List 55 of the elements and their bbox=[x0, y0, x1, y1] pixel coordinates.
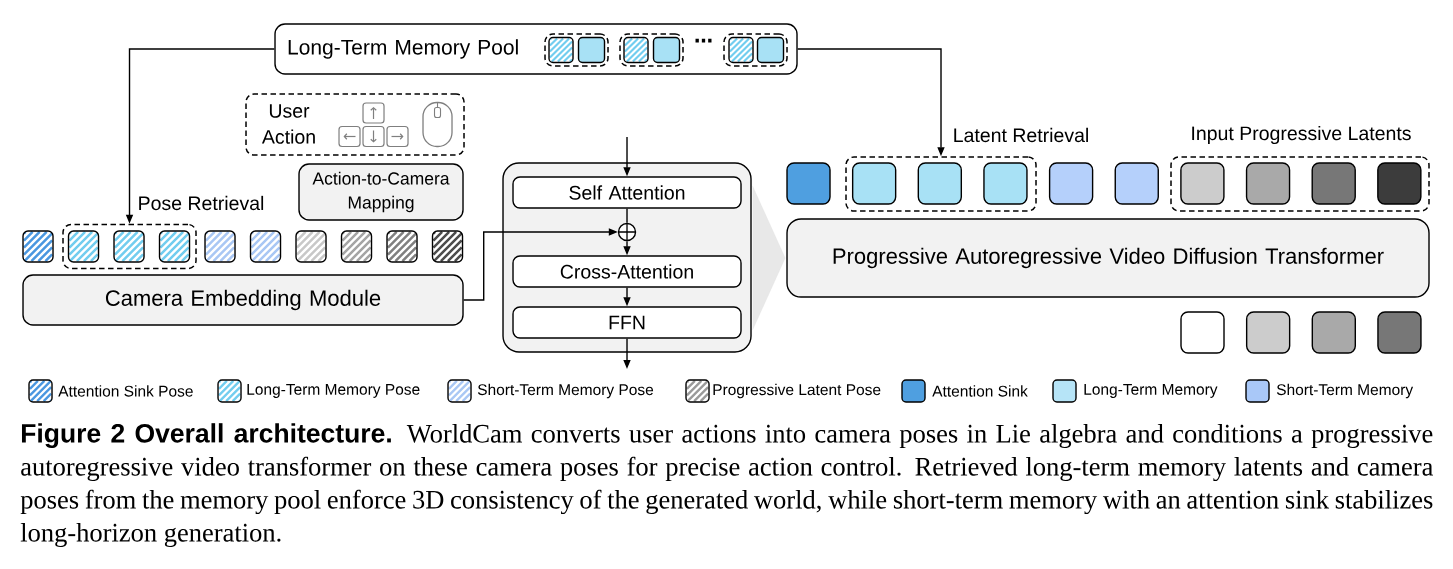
process-box: Camera Embedding Module bbox=[22, 274, 464, 326]
latent-token bbox=[1245, 162, 1291, 205]
token-group bbox=[544, 33, 609, 67]
latent-token bbox=[1048, 162, 1094, 205]
pose-token bbox=[340, 230, 373, 263]
legend-label: Progressive Latent Pose bbox=[713, 383, 881, 399]
user-action-box: User Action bbox=[245, 93, 465, 156]
layer-box: Cross-Attention bbox=[512, 255, 742, 288]
legend-label: Long-Term Memory Pose bbox=[247, 384, 420, 398]
latent-token bbox=[983, 162, 1028, 205]
pose-token bbox=[113, 230, 145, 263]
latent-token bbox=[756, 36, 785, 64]
connector-line bbox=[626, 208, 628, 224]
add-operator bbox=[617, 222, 637, 242]
pose-token bbox=[67, 230, 100, 263]
latent-token bbox=[652, 36, 681, 64]
latent-token bbox=[1114, 162, 1159, 205]
output-token bbox=[1245, 311, 1291, 354]
latent-token bbox=[1311, 162, 1356, 205]
output-token bbox=[1180, 311, 1225, 354]
token-group bbox=[619, 33, 684, 67]
pose-token bbox=[204, 230, 236, 263]
zoom-wedge bbox=[752, 185, 786, 331]
legend-label: Short-Term Memory Pose bbox=[477, 383, 654, 399]
layer-box: Self Attention bbox=[512, 176, 742, 209]
latent-token bbox=[851, 162, 897, 205]
output-token bbox=[1311, 311, 1356, 354]
pose-token bbox=[249, 230, 282, 263]
token-group bbox=[723, 33, 788, 67]
pose-token bbox=[295, 230, 327, 263]
pose-token bbox=[158, 230, 191, 263]
group-label: Pose Retrieval bbox=[139, 195, 264, 211]
legend-label: Attention Sink Pose bbox=[58, 385, 193, 397]
pose-token bbox=[386, 230, 418, 263]
model-box: Progressive Autoregressive Video Diffusion Transformer bbox=[786, 218, 1430, 298]
legend-label: Short-Term Memory bbox=[1276, 383, 1414, 399]
latent-token bbox=[786, 162, 831, 205]
group-label: Latent Retrieval bbox=[954, 127, 1088, 143]
pose-token bbox=[728, 36, 754, 64]
legend-label: Long-Term Memory bbox=[1084, 384, 1218, 398]
pose-token bbox=[22, 230, 54, 263]
latent-token bbox=[1377, 162, 1422, 205]
pose-token bbox=[623, 36, 649, 64]
process-box: Action-to-Camera Mapping bbox=[298, 163, 464, 221]
caption: Figure 2 Overall architecture. WorldCam converts user actions into camera poses in Lie algebra and conditions a progressive autoregressive video transformer on these camera poses for precise action control. Retrieved long-term memory latents and camera poses from the memory pool enforce 3D consistency of the generated world, while short-term memory with an attention sink stabilizes long-horizon generation. bbox=[20, 423, 1433, 548]
latent-token bbox=[1180, 162, 1225, 205]
pose-token bbox=[548, 36, 574, 64]
output-token bbox=[1377, 311, 1422, 354]
latent-token bbox=[917, 162, 962, 205]
pose-token bbox=[431, 230, 464, 263]
latent-token bbox=[577, 36, 606, 64]
layer-box: FFN bbox=[512, 306, 742, 339]
ellipsis: ⋯ bbox=[695, 38, 712, 43]
legend-label: Attention Sink bbox=[932, 385, 1028, 397]
group-label: Input Progressive Latents bbox=[1192, 125, 1411, 145]
